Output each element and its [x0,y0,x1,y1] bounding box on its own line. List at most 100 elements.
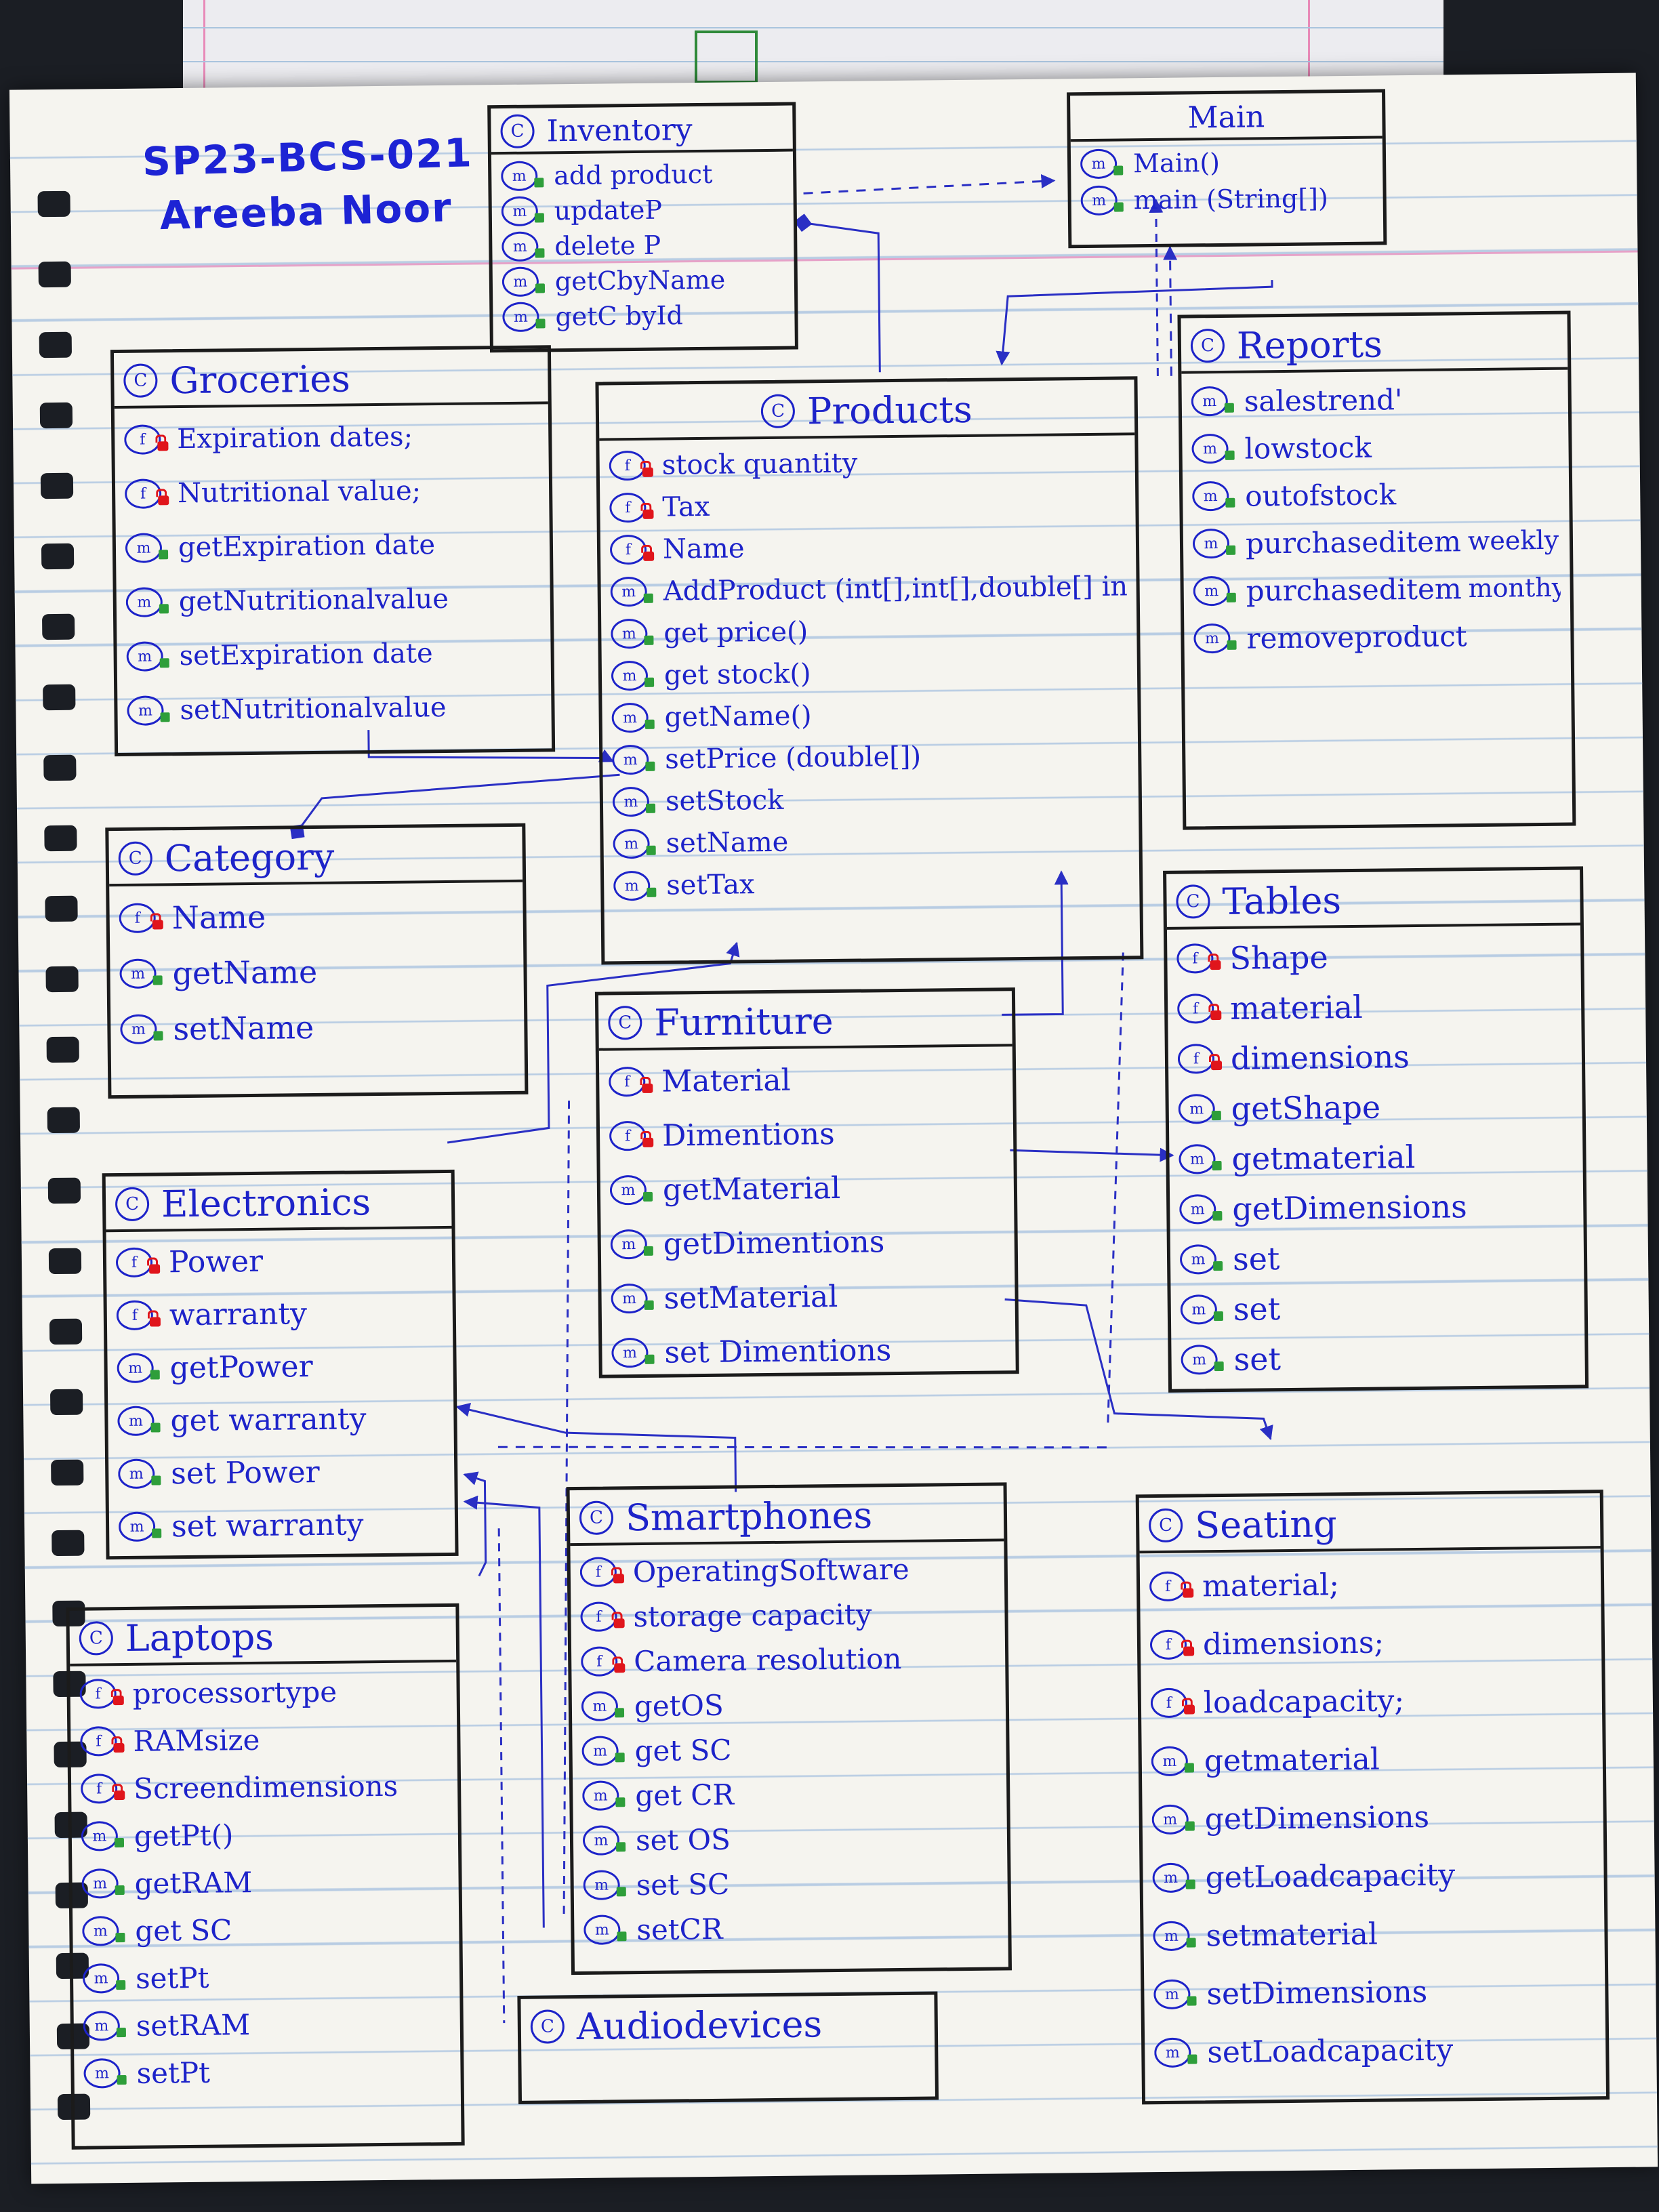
class-c-icon: C [118,841,153,876]
class-name: Groceries [169,356,351,402]
method-m-icon: m [609,1174,647,1206]
member-label: getOS [634,1688,724,1723]
method-m-icon: m [82,1916,119,1946]
member-label: dimensions; [1202,1625,1385,1662]
line-groceries-products [367,730,615,762]
member-label: getMaterial [662,1170,841,1208]
member-label: setCR [636,1912,723,1946]
margin-line [203,0,205,102]
method-m-icon: m [1153,1921,1190,1952]
member-label: Name [662,533,745,565]
method-m-icon: m [501,231,539,262]
class-name: Inventory [546,112,693,148]
member-label: get SC [135,1912,232,1948]
method-m-icon: m [125,587,163,617]
member-label: set Dimentions [664,1332,892,1370]
method-m-icon: m [1193,575,1230,607]
method-m-icon: m [126,641,163,672]
method-m-icon: m [610,1229,648,1260]
member-label: setRAM [136,2007,251,2043]
field-f-lock-icon: f [609,492,647,523]
method-m-icon: m [127,695,164,726]
field-f-lock-icon: f [609,1120,647,1151]
field-f-lock-icon: f [580,1601,617,1632]
member-label: set [1232,1240,1280,1277]
class-name: Smartphones [625,1493,873,1539]
method-row: m get SC [82,1904,450,1955]
member-sublabel: monthy [1468,572,1561,604]
member-label: Expiration dates; [177,421,413,455]
method-m-icon: m [117,1353,154,1384]
class-name: Audiodevices [576,2002,823,2048]
class-c-icon: C [579,1500,614,1535]
method-m-icon: m [83,2058,121,2089]
method-m-icon: m [612,744,649,775]
member-label: getC byId [555,300,684,332]
member-label: setPt [136,2055,211,2090]
member-label: Shape [1229,939,1328,977]
method-row: m set OS [582,1814,998,1863]
method-m-icon: m [611,702,649,733]
member-label: main (String[]) [1133,183,1329,216]
rule-line [183,61,1443,62]
method-m-icon: m [1154,2037,1191,2068]
member-label: Nutritional value; [177,475,422,510]
member-label: Camera resolution [633,1641,902,1678]
method-m-icon: m [582,1780,619,1811]
member-label: getmaterial [1204,1742,1380,1778]
member-label: Name [171,898,266,937]
method-m-icon: m [117,1406,155,1437]
member-label: set OS [635,1822,731,1857]
member-label: setDimensions [1206,1974,1428,2011]
method-m-icon: m [1179,1194,1216,1225]
method-m-icon: m [582,1825,620,1856]
method-m-icon: m [1191,386,1229,417]
member-label: AddProduct (int[],int[],double[] int[]) [663,570,1127,607]
method-m-icon: m [501,266,539,298]
rule-line [183,27,1443,28]
class-c-icon: C [1148,1508,1183,1543]
margin-line [1308,0,1310,102]
class-title: Main [1070,92,1382,142]
member-label: get warranty [170,1401,367,1438]
member-label: Dimentions [661,1116,835,1153]
method-m-icon: m [501,196,539,227]
member-label: get price() [663,616,808,649]
field-f-lock-icon: f [1176,994,1214,1024]
class-name: Electronics [161,1180,371,1225]
member-label: RAMsize [133,1723,260,1758]
